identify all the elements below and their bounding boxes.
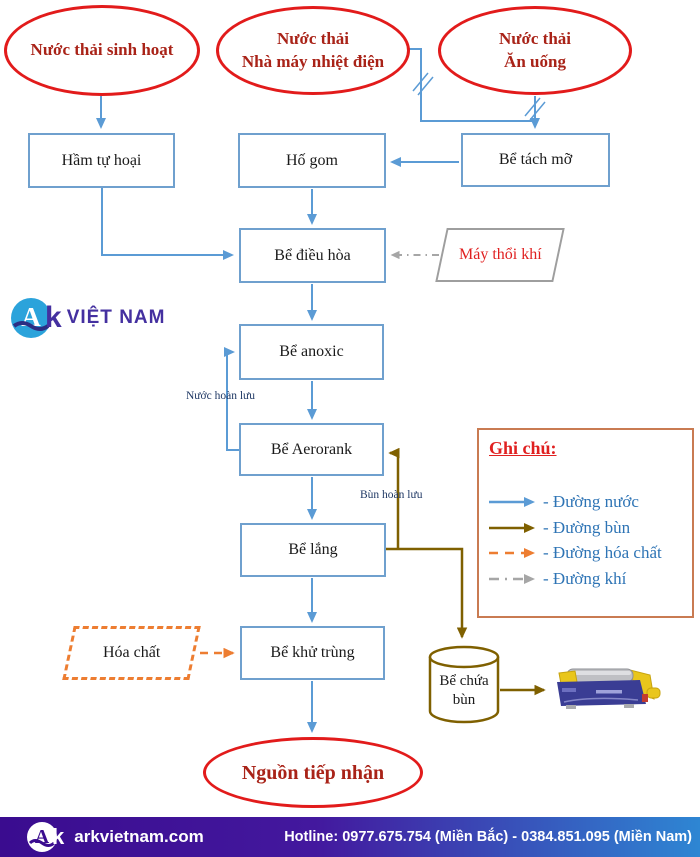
node-air-blower: Máy thổi khí — [435, 228, 565, 282]
node-chemical-input: Hóa chất — [62, 626, 201, 680]
legend-box: Ghi chú: - Đường nước - Đường bùn - Đườn… — [477, 428, 694, 618]
ark-logo-icon: A — [11, 298, 51, 338]
node-collection-pit: Hố gom — [238, 133, 386, 188]
legend-item-sludge: - Đường bùn — [487, 518, 630, 538]
legend-item-water: - Đường nước — [487, 492, 639, 512]
water-line-sample — [489, 497, 535, 507]
footer-ark-logo-icon: A — [27, 822, 57, 852]
sink-receiving-source: Nguồn tiếp nhận — [203, 737, 423, 808]
source-domestic-wastewater: Nước thải sinh hoạt — [4, 5, 200, 96]
brand-logo: A k VIỆT NAM — [10, 297, 165, 339]
node-aerotank: Bể Aerorank — [239, 423, 384, 476]
legend-item-label: - Đường hóa chất — [543, 543, 662, 562]
line-break-ticks — [412, 72, 546, 121]
legend-item-label: - Đường nước — [543, 492, 639, 511]
node-grease-separator: Bể tách mỡ — [461, 133, 610, 187]
sludge-tank-cylinder — [428, 645, 500, 724]
source-catering-wastewater: Nước thải Ăn uống — [438, 6, 632, 95]
sludge-line-sample — [489, 523, 535, 533]
legend-item-chemical: - Đường hóa chất — [487, 543, 662, 563]
chemical-label: Hóa chất — [102, 644, 161, 661]
label-sludge-recirculation: Bùn hoàn lưu — [360, 489, 423, 501]
node-disinfection-tank: Bể khử trùng — [240, 626, 385, 680]
sludge-tank-label: Bể chứa bùn — [439, 673, 489, 708]
node-settling-tank: Bể lắng — [240, 523, 386, 577]
brand-k: k — [45, 301, 62, 334]
node-anoxic-tank: Bể anoxic — [239, 324, 384, 380]
legend-title: Ghi chú: — [489, 438, 557, 458]
chemical-line-sample — [489, 548, 535, 558]
footer-brand-k: k — [52, 824, 65, 849]
legend-item-label: - Đường bùn — [543, 518, 631, 537]
legend-item-label: - Đường khí — [543, 569, 627, 588]
legend-item-air: - Đường khí — [487, 569, 626, 589]
footer-website[interactable]: arkvietnam.com — [74, 827, 204, 846]
brand-suffix: VIỆT NAM — [66, 307, 166, 328]
footer-bar: A k arkvietnam.com Hotline: 0977.675.754… — [0, 817, 700, 857]
source-power-plant-wastewater: Nước thải Nhà máy nhiệt điện — [216, 6, 410, 95]
decanter-centrifuge-image — [557, 668, 661, 709]
footer-hotline: Hotline: 0977.675.754 (Miền Bắc) - 0384.… — [284, 829, 692, 845]
air-line-sample — [489, 574, 535, 584]
air-blower-label: Máy thổi khí — [458, 246, 542, 263]
node-equalization-tank: Bể điều hòa — [239, 228, 386, 283]
node-septic-tank: Hầm tự hoại — [28, 133, 175, 188]
label-water-recirculation: Nước hoàn lưu — [186, 390, 256, 402]
